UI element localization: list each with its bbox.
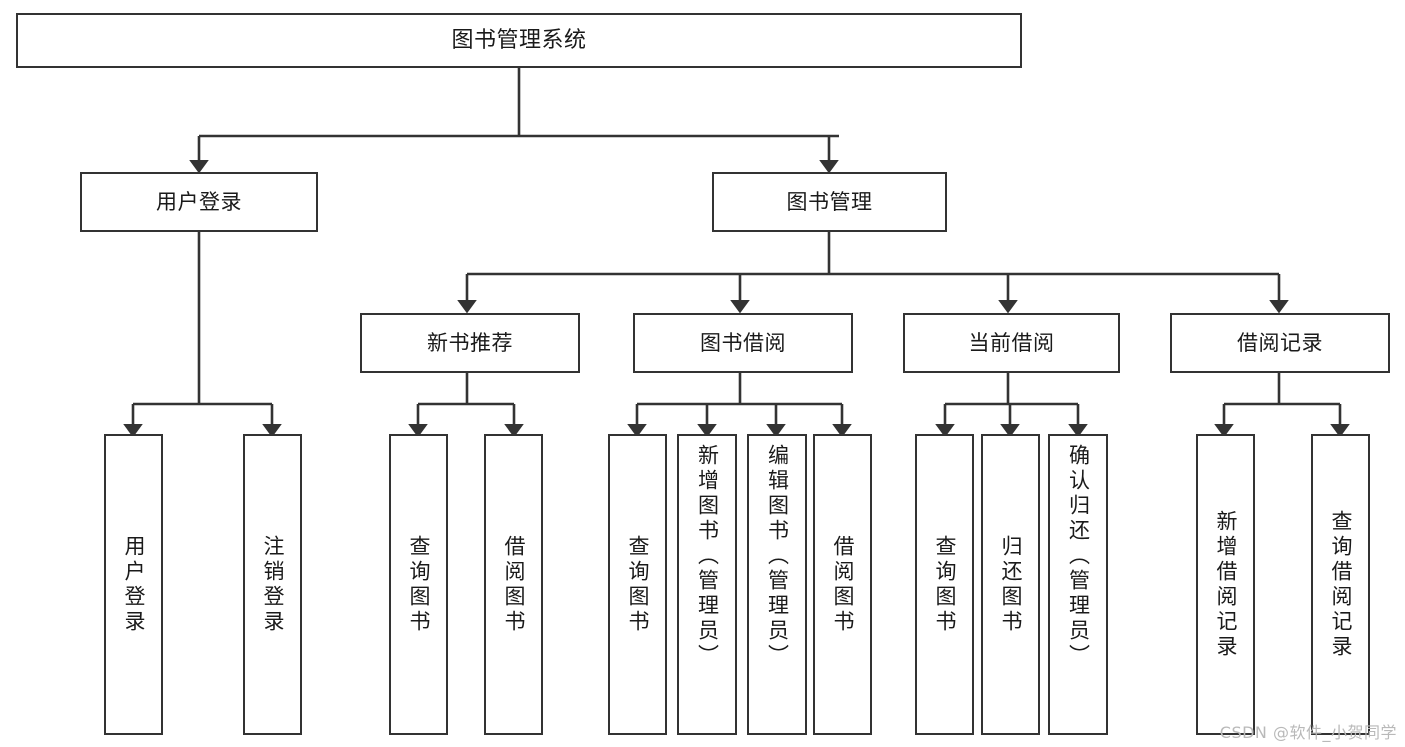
node-label: 查询图书 [626,534,650,635]
node-label: 借阅图书 [502,534,526,635]
node-label: 用户登录 [122,534,146,635]
leaf-book-borrow-borrow-book[interactable]: 借阅图书 [813,434,872,735]
leaf-current-borrow-confirm-return-admin[interactable]: 确认归还（管理员） [1048,434,1108,735]
node-label: 注销登录 [261,534,285,635]
node-label: 新增借阅记录 [1214,509,1238,660]
node-current-borrow[interactable]: 当前借阅 [903,313,1120,373]
leaf-book-borrow-add-book-admin[interactable]: 新增图书（管理员） [677,434,737,735]
leaf-current-borrow-return-book[interactable]: 归还图书 [981,434,1040,735]
leaf-user-login-login[interactable]: 用户登录 [104,434,163,735]
node-new-book-recommend[interactable]: 新书推荐 [360,313,580,373]
node-label: 借阅图书 [831,534,855,635]
node-label: 查询图书 [933,534,957,635]
node-label: 当前借阅 [968,330,1055,355]
csdn-watermark: CSDN @软件_小贺同学 [1219,723,1397,742]
node-label: 图书管理系统 [451,27,587,53]
node-label: 编辑图书（管理员） [765,444,790,669]
node-label: 查询借阅记录 [1329,509,1353,660]
leaf-borrow-record-add-record[interactable]: 新增借阅记录 [1196,434,1255,735]
leaf-new-book-query-book[interactable]: 查询图书 [389,434,448,735]
node-label: 用户登录 [156,189,242,214]
node-label: 新增图书（管理员） [695,444,720,669]
leaf-current-borrow-query-book[interactable]: 查询图书 [915,434,974,735]
leaf-new-book-borrow-book[interactable]: 借阅图书 [484,434,543,735]
node-label: 查询图书 [407,534,431,635]
node-borrow-record[interactable]: 借阅记录 [1170,313,1390,373]
node-label: 新书推荐 [427,330,513,355]
node-book-borrow[interactable]: 图书借阅 [633,313,853,373]
node-root-system[interactable]: 图书管理系统 [16,13,1022,68]
node-book-management[interactable]: 图书管理 [712,172,947,232]
leaf-borrow-record-query-record[interactable]: 查询借阅记录 [1311,434,1370,735]
node-label: 图书借阅 [700,330,786,355]
node-label: 归还图书 [999,534,1023,635]
node-label: 确认归还（管理员） [1066,444,1091,669]
node-label: 图书管理 [786,189,873,214]
node-label: 借阅记录 [1237,330,1323,355]
leaf-user-login-logout[interactable]: 注销登录 [243,434,302,735]
leaf-book-borrow-query-book[interactable]: 查询图书 [608,434,667,735]
node-user-login[interactable]: 用户登录 [80,172,318,232]
leaf-book-borrow-edit-book-admin[interactable]: 编辑图书（管理员） [747,434,807,735]
